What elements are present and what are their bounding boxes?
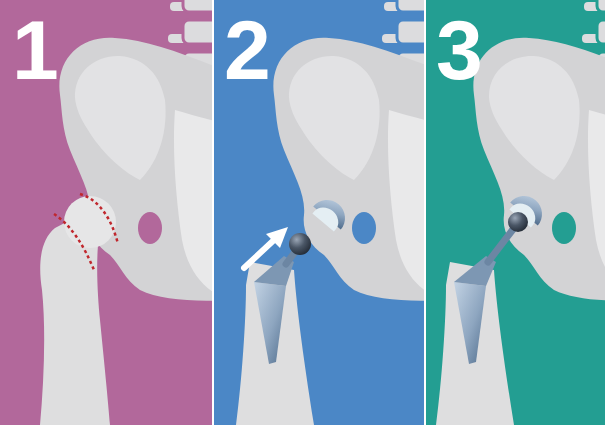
panel-number: 1 — [12, 8, 59, 92]
panel-number: 2 — [224, 8, 271, 92]
panel-number: 3 — [436, 8, 483, 92]
